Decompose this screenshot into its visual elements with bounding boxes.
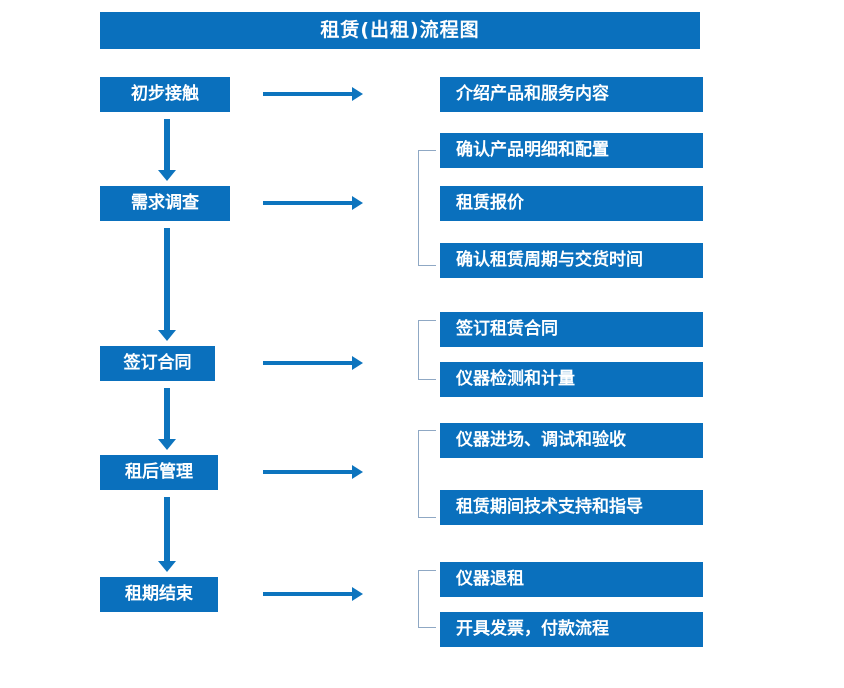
arrow-shaft (263, 470, 353, 474)
detail-box-9[interactable]: 仪器退租 (440, 562, 703, 597)
detail-label: 介绍产品和服务内容 (456, 84, 609, 104)
diagram-title-bar: 租赁(出租)流程图 (100, 12, 700, 49)
stage-label: 租后管理 (125, 462, 193, 482)
detail-box-7[interactable]: 仪器进场、调试和验收 (440, 423, 703, 458)
arrow-head (158, 439, 176, 450)
arrow-shaft (263, 201, 353, 205)
stage-box-1[interactable]: 初步接触 (100, 77, 230, 112)
vertical-arrow-4 (158, 497, 176, 572)
stage-box-2[interactable]: 需求调查 (100, 186, 230, 221)
arrow-head (352, 356, 363, 370)
detail-box-1[interactable]: 介绍产品和服务内容 (440, 77, 703, 112)
stage-box-4[interactable]: 租后管理 (100, 455, 218, 490)
arrow-head (158, 170, 176, 181)
arrow-head (352, 587, 363, 601)
detail-label: 仪器进场、调试和验收 (456, 430, 626, 450)
detail-label: 签订租赁合同 (456, 319, 558, 339)
vertical-arrow-3 (158, 388, 176, 450)
arrow-head (158, 330, 176, 341)
stage-label: 初步接触 (131, 84, 199, 104)
group-bracket-3 (418, 430, 436, 518)
detail-label: 仪器检测和计量 (456, 369, 575, 389)
arrow-head (352, 465, 363, 479)
arrow-shaft (164, 119, 170, 170)
detail-label: 确认产品明细和配置 (456, 140, 609, 160)
vertical-arrow-1 (158, 119, 176, 181)
detail-box-10[interactable]: 开具发票，付款流程 (440, 612, 703, 647)
arrow-head (352, 196, 363, 210)
horizontal-arrow-3 (263, 356, 363, 370)
horizontal-arrow-5 (263, 587, 363, 601)
detail-box-3[interactable]: 租赁报价 (440, 186, 703, 221)
arrow-shaft (164, 388, 170, 439)
stage-label: 需求调查 (131, 193, 199, 213)
detail-box-8[interactable]: 租赁期间技术支持和指导 (440, 490, 703, 525)
detail-label: 确认租赁周期与交货时间 (456, 250, 643, 270)
arrow-shaft (164, 228, 170, 330)
detail-box-5[interactable]: 签订租赁合同 (440, 312, 703, 347)
detail-box-4[interactable]: 确认租赁周期与交货时间 (440, 243, 703, 278)
arrow-head (158, 561, 176, 572)
detail-box-2[interactable]: 确认产品明细和配置 (440, 133, 703, 168)
vertical-arrow-2 (158, 228, 176, 341)
group-bracket-4 (418, 570, 436, 628)
stage-box-5[interactable]: 租期结束 (100, 577, 218, 612)
horizontal-arrow-4 (263, 465, 363, 479)
arrow-shaft (164, 497, 170, 561)
group-bracket-2 (418, 320, 436, 380)
detail-box-6[interactable]: 仪器检测和计量 (440, 362, 703, 397)
detail-label: 租赁报价 (456, 193, 524, 213)
detail-label: 租赁期间技术支持和指导 (456, 497, 643, 517)
horizontal-arrow-1 (263, 87, 363, 101)
arrow-shaft (263, 92, 353, 96)
stage-label: 签订合同 (123, 353, 192, 373)
stage-box-3[interactable]: 签订合同 (100, 346, 215, 381)
arrow-shaft (263, 361, 353, 365)
diagram-title: 租赁(出租)流程图 (320, 19, 480, 41)
arrow-shaft (263, 592, 353, 596)
detail-label: 开具发票，付款流程 (456, 619, 609, 639)
horizontal-arrow-2 (263, 196, 363, 210)
arrow-head (352, 87, 363, 101)
detail-label: 仪器退租 (456, 569, 524, 589)
group-bracket-1 (418, 150, 436, 266)
stage-label: 租期结束 (125, 584, 193, 604)
